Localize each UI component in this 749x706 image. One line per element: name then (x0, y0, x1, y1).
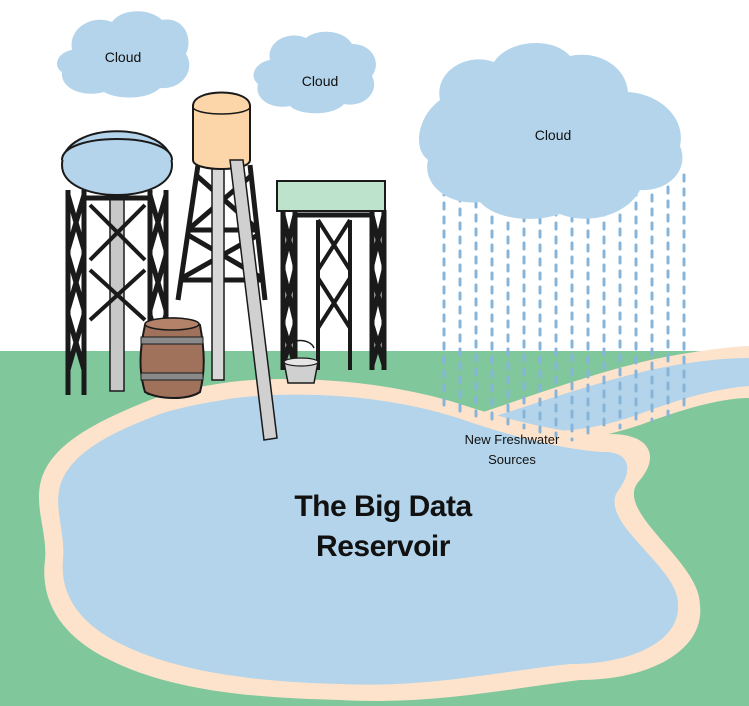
cloud-2: Cloud (253, 31, 376, 114)
reservoir-water (58, 394, 679, 685)
barrel (139, 317, 205, 399)
reservoir-title-line2: Reservoir (316, 530, 451, 563)
cloud-3-label: Cloud (535, 127, 572, 143)
outflow-pipe (229, 159, 278, 441)
cloud-1-label: Cloud (105, 49, 142, 65)
cloud-2-label: Cloud (302, 73, 339, 89)
cloud-1: Cloud (57, 11, 190, 98)
bucket (283, 339, 319, 384)
reservoir-title-line1: The Big Data (294, 490, 472, 523)
sources-label-line2: Sources (488, 452, 536, 467)
blue-water-tower (60, 130, 174, 395)
cloud-3: Cloud (418, 43, 683, 219)
sources-label-line1: New Freshwater (465, 432, 560, 447)
green-water-tower (276, 180, 387, 370)
